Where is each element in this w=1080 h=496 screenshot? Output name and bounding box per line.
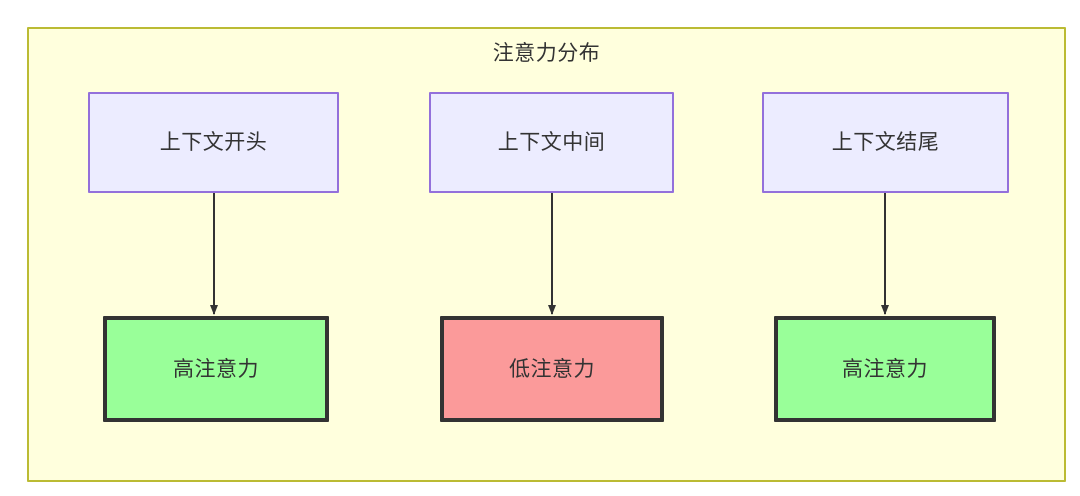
node-attention-high-end-label: 高注意力 xyxy=(842,357,928,381)
node-attention-high-start[interactable]: 高注意力 xyxy=(103,316,329,422)
node-context-start[interactable]: 上下文开头 xyxy=(88,92,339,193)
attention-distribution-subgraph: 注意力分布 上下文开头 上下文中间 上下文结尾 高注意力 xyxy=(27,27,1066,482)
node-context-end-label: 上下文结尾 xyxy=(831,131,940,154)
node-context-middle-label: 上下文中间 xyxy=(497,131,606,154)
node-context-middle[interactable]: 上下文中间 xyxy=(429,92,674,193)
node-context-end[interactable]: 上下文结尾 xyxy=(762,92,1009,193)
node-attention-high-end[interactable]: 高注意力 xyxy=(774,316,996,422)
node-attention-low-middle[interactable]: 低注意力 xyxy=(440,316,664,422)
node-attention-high-start-label: 高注意力 xyxy=(173,357,259,381)
subgraph-title: 注意力分布 xyxy=(492,42,601,65)
node-attention-low-middle-label: 低注意力 xyxy=(509,357,595,381)
node-context-start-label: 上下文开头 xyxy=(159,131,268,154)
